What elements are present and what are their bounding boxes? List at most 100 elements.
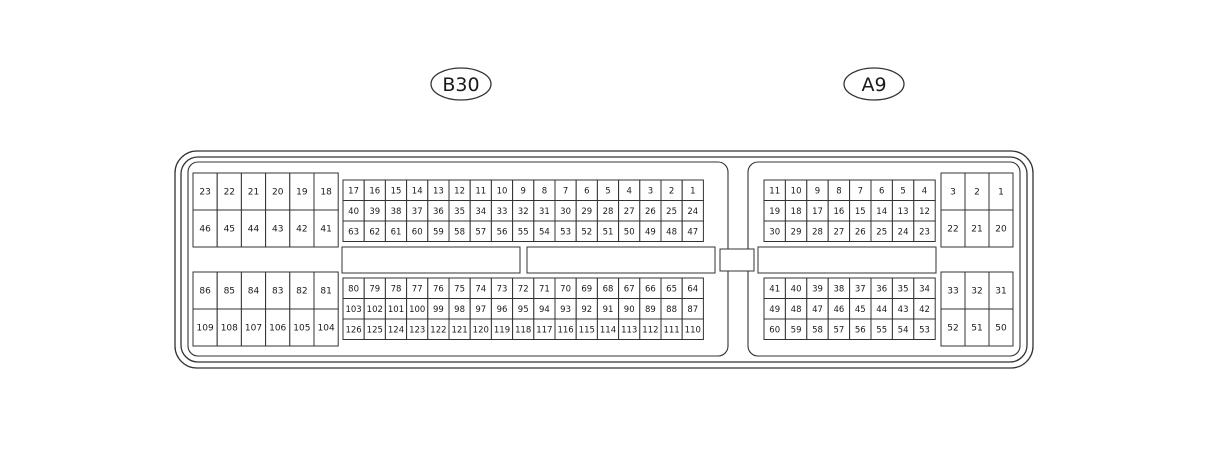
b30-right-upper-pin: 35 xyxy=(448,200,471,222)
key-notch xyxy=(719,248,755,272)
b30-left-upper-pin: 18 xyxy=(313,172,339,211)
b30-left-lower-pin: 108 xyxy=(216,308,242,347)
b30-right-upper-pin: 3 xyxy=(639,179,662,201)
b30-right-lower-pin-label: 92 xyxy=(581,305,592,315)
a9-upper-right-pin: 1 xyxy=(988,172,1014,211)
b30-right-upper-pin-label: 38 xyxy=(391,207,402,217)
b30-right-lower-pin-label: 126 xyxy=(345,325,361,335)
b30-right-upper-pin: 37 xyxy=(406,200,429,222)
b30-right-lower-pin: 124 xyxy=(384,318,408,340)
a9-lower-pin: 48 xyxy=(784,298,808,320)
b30-right-upper-pin-label: 61 xyxy=(391,227,402,237)
b30-right-upper-pin-label: 33 xyxy=(497,207,508,217)
b30-right-lower-pin: 103 xyxy=(342,298,365,320)
b30-right-upper-pin: 52 xyxy=(575,220,598,242)
b30-right-upper-pin-label: 26 xyxy=(645,207,656,217)
b30-right-upper-pin: 55 xyxy=(512,220,535,242)
b30-right-lower-pin-label: 76 xyxy=(433,284,444,294)
b30-right-upper-pin: 29 xyxy=(575,200,598,222)
b30-left-lower-pin-cell xyxy=(240,271,267,310)
a9-lower-pin: 59 xyxy=(784,318,808,340)
b30-right-lower-pin-label: 98 xyxy=(454,305,465,315)
b30-right-upper-pin-label: 47 xyxy=(687,227,698,237)
b30-right-lower-pin: 98 xyxy=(448,298,471,320)
b30-left-lower-pin-label: 107 xyxy=(245,324,262,334)
a9-lower-pin: 57 xyxy=(827,318,851,340)
a9-upper-right-pin-cell xyxy=(988,172,1014,211)
b30-right-lower-pin-label: 100 xyxy=(409,305,425,315)
b30-right-lower-pin: 65 xyxy=(660,277,683,299)
a9-upper-pin: 13 xyxy=(891,200,915,222)
b30-right-upper-pin: 16 xyxy=(363,179,386,201)
a9-upper-pin-cell xyxy=(913,220,936,242)
b30-right-upper-pin-label: 29 xyxy=(581,207,592,217)
a9-upper-pin: 12 xyxy=(913,200,936,222)
b30-right-upper-pin-label: 37 xyxy=(412,207,423,217)
b30-left-upper-pin: 19 xyxy=(289,172,315,211)
b30-right-upper-pin-label: 4 xyxy=(626,186,631,196)
a9-upper-pin: 15 xyxy=(849,200,872,222)
b30-right-lower-pin-label: 124 xyxy=(388,325,404,335)
b30-right-upper-pin: 63 xyxy=(342,220,365,242)
b30-right-upper-pin-label: 25 xyxy=(666,207,677,217)
b30-right-upper-pin-label: 54 xyxy=(539,227,550,237)
b30-right-lower-pin: 112 xyxy=(639,318,662,340)
b30-right-lower-pin-label: 73 xyxy=(497,284,508,294)
b30-right-lower-pin-label: 119 xyxy=(494,325,510,335)
b30-left-lower-pin-cell xyxy=(192,271,218,310)
b30-right-upper-pin-label: 3 xyxy=(648,186,653,196)
b30-left-upper-pin-cell xyxy=(313,172,339,211)
b30-left-lower-pin-label: 83 xyxy=(272,287,283,297)
b30-right-lower-pin: 100 xyxy=(406,298,429,320)
a9-upper-right-pin-label: 21 xyxy=(971,225,982,235)
b30-slot-left xyxy=(341,246,521,274)
a9-lower-pin-label: 34 xyxy=(919,284,930,294)
a9-upper-pin: 16 xyxy=(827,200,851,222)
b30-right-upper-pin: 24 xyxy=(681,200,704,222)
b30-right-lower-pin-label: 122 xyxy=(430,325,446,335)
a9-lower-pin: 36 xyxy=(870,277,893,299)
b30-left-lower-pin: 86 xyxy=(192,271,218,310)
b30-left-upper-pin-label: 46 xyxy=(199,225,211,235)
b30-left-lower-pin: 109 xyxy=(192,308,218,347)
b30-right-lower-pin: 91 xyxy=(596,298,620,320)
a9-lower-pin-label: 37 xyxy=(855,284,866,294)
a9-upper-pin: 14 xyxy=(870,200,893,222)
b30-right-lower-pin-label: 93 xyxy=(560,305,571,315)
a9-lower-pin: 55 xyxy=(870,318,893,340)
b30-right-upper-pin: 62 xyxy=(363,220,386,242)
b30-left-upper-pin-cell xyxy=(216,209,242,248)
a9-lower-right-pin-cell xyxy=(940,308,966,347)
b30-right-upper-pin: 5 xyxy=(596,179,620,201)
b30-right-lower-pin: 116 xyxy=(554,318,577,340)
b30-right-upper-pin: 10 xyxy=(490,179,514,201)
a9-upper-pin-label: 26 xyxy=(855,227,866,237)
a9-upper-pin: 9 xyxy=(806,179,829,201)
b30-right-upper-pin-label: 50 xyxy=(624,227,635,237)
b30-right-upper-pin: 31 xyxy=(533,200,556,222)
b30-right-lower-pin-label: 112 xyxy=(642,325,658,335)
b30-right-lower-pin-label: 116 xyxy=(557,325,573,335)
b30-right-upper-pin: 15 xyxy=(384,179,408,201)
a9-lower-pin: 43 xyxy=(891,298,915,320)
a9-lower-pin: 58 xyxy=(806,318,829,340)
b30-left-upper-pin: 41 xyxy=(313,209,339,248)
a9-upper-pin-label: 15 xyxy=(855,207,866,217)
a9-upper-pin: 11 xyxy=(763,179,786,201)
a9-lower-pin: 49 xyxy=(763,298,786,320)
b30-right-upper-pin: 58 xyxy=(448,220,471,242)
a9-upper-pin: 24 xyxy=(891,220,915,242)
b30-right-lower-pin: 96 xyxy=(490,298,514,320)
b30-right-lower-pin: 114 xyxy=(596,318,620,340)
b30-right-lower-pin-label: 102 xyxy=(367,305,383,315)
b30-left-upper-pin: 43 xyxy=(265,209,291,248)
b30-right-lower-pin-label: 69 xyxy=(581,284,592,294)
b30-right-upper-pin: 8 xyxy=(533,179,556,201)
b30-right-lower-pin-label: 89 xyxy=(645,305,656,315)
b30-right-upper-pin-label: 56 xyxy=(497,227,508,237)
b30-right-upper-pin-label: 30 xyxy=(560,207,571,217)
b30-left-lower-pin-label: 105 xyxy=(293,324,310,334)
b30-left-lower-pin-label: 106 xyxy=(269,324,286,334)
a9-lower-right-pin: 50 xyxy=(988,308,1014,347)
b30-right-lower-pin: 111 xyxy=(660,318,683,340)
